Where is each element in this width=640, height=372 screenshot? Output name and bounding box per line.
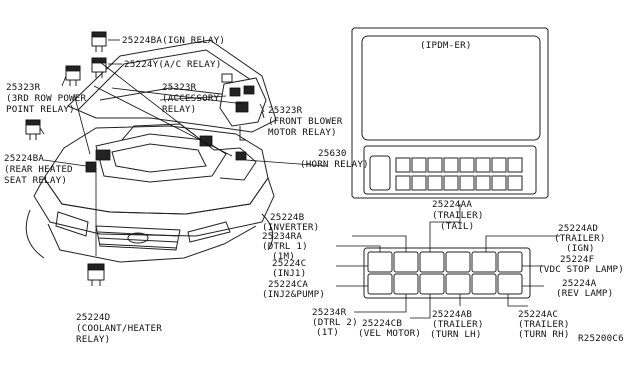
label-25224ad-desc1: (TRAILER) (554, 233, 606, 244)
label-25224ab-desc2: (TURN LH) (430, 329, 482, 340)
label-25224ba-rear-desc1: (REAR HEATED (4, 164, 73, 175)
label-25224ad-desc2: (IGN) (566, 243, 595, 254)
ipdm-er-box: (IPDM-ER) (351, 27, 549, 199)
leader-lines-vehicle (39, 39, 327, 256)
label-25630-part: 25630 (318, 148, 347, 159)
label-25224ac-desc2: (TURN RH) (518, 329, 570, 340)
label-25323r-3rd-row-desc1: (3RD ROW POWER (6, 93, 87, 104)
diagram-reference-code: R25200C6 (578, 333, 624, 344)
label-25323r-accessory-desc2: RELAY) (162, 104, 196, 115)
relay-icon-25224ba-rear (25, 119, 41, 140)
label-25224b-part: 25224B (270, 212, 305, 223)
label-25224a-desc: (REV LAMP) (556, 288, 613, 299)
label-25224d-desc1: (COOLANT/HEATER (76, 323, 162, 334)
label-25630-desc: (HORN RELAY) (300, 159, 369, 170)
label-25234ra-desc2: (1M) (272, 251, 295, 262)
relay-icon-25224ba-ign (91, 31, 107, 52)
label-25234r-part: 25234R (312, 307, 347, 318)
label-25224f-desc: (VDC STOP LAMP) (538, 264, 624, 275)
label-25224f-part: 25224F (560, 254, 594, 265)
label-25224ad-part: 25224AD (558, 223, 598, 234)
label-25224ba-rear-part: 25224BA (4, 153, 44, 164)
label-25323r-blower-desc1: (FRONT BLOWER (268, 116, 343, 127)
label-25323r-blower-part: 25323R (268, 105, 303, 116)
label-25323r-blower-desc2: MOTOR RELAY) (268, 127, 337, 138)
label-25323r-3rd-row-part: 25323R (6, 82, 41, 93)
label-25323r-accessory-part: 25323R (162, 82, 197, 93)
label-25224ab-part: 25224AB (432, 309, 472, 320)
relay-block (363, 247, 531, 299)
label-25224ba-rear-desc2: SEAT RELAY) (4, 175, 67, 186)
label-25224d-desc2: RELAY) (76, 334, 110, 345)
relay-bracket-cluster (219, 73, 267, 141)
label-25224ab-desc1: (TRAILER) (432, 319, 484, 330)
callout-labels: 25224BA(IGN RELAY) 25224Y(A/C RELAY) 253… (4, 35, 624, 345)
label-25224ac-part: 25224AC (518, 309, 558, 320)
label-25323r-accessory-desc1: (ACCESSORY (162, 93, 220, 104)
relay-icon-25224y (91, 57, 107, 78)
label-25224cb-desc: (VEL MOTOR) (358, 328, 421, 339)
label-25224ba-ign-relay: 25224BA(IGN RELAY) (122, 35, 225, 46)
ipdm-fuse-grid (395, 157, 523, 191)
label-25234r-desc2: (1T) (316, 327, 339, 338)
label-25224aa-desc1: (TRAILER) (432, 210, 484, 221)
vehicle-illustration (25, 39, 277, 263)
label-25234ra-part: 25234RA (262, 231, 302, 242)
label-25234ra-desc1: (DTRL 1) (262, 241, 308, 252)
label-25224y-ac-relay: 25224Y(A/C RELAY) (124, 59, 221, 70)
label-25224c-part: 25224C (272, 258, 306, 269)
label-25224ca-part: 25224CA (268, 279, 308, 290)
label-25224b-desc: (INVERTER) (262, 222, 319, 233)
label-25323r-3rd-row-desc2: POINT RELAY) (6, 104, 75, 115)
label-25224cb-part: 25224CB (362, 318, 402, 329)
label-25224ca-desc: (INJ2&PUMP) (262, 289, 325, 300)
label-25224d-part: 25224D (76, 312, 110, 323)
label-25224a-part: 25224A (562, 278, 597, 289)
label-25234r-desc1: (DTRL 2) (312, 317, 358, 328)
label-25224ac-desc1: (TRAILER) (518, 319, 570, 330)
relay-icon-25224d (87, 263, 105, 286)
leader-lines-relay-block (336, 204, 560, 319)
label-25224c-desc: (INJ1) (272, 268, 306, 279)
label-25224aa-desc2: (TAIL) (440, 221, 474, 232)
label-25224aa-part: 25224AA (432, 199, 472, 210)
ipdm-label: (IPDM-ER) (420, 40, 472, 51)
relay-icon-25323r-3rd-row (65, 65, 81, 86)
